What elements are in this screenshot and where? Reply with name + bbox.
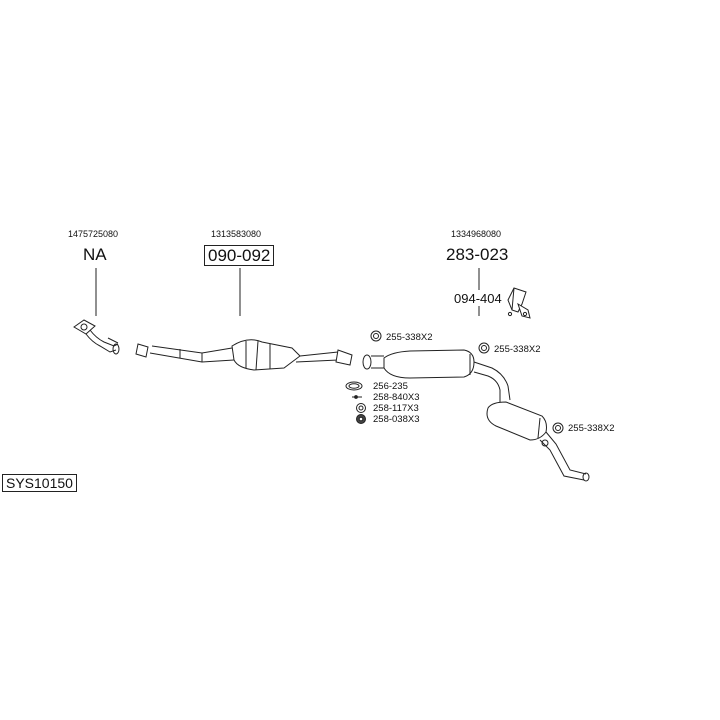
clamp-icon-rear	[552, 422, 564, 434]
catalyst-part	[135, 339, 353, 371]
clamp-rear-code[interactable]: 255-338X2	[568, 423, 615, 434]
system-code-label: SYS10150	[2, 474, 77, 492]
middle-rear-oem: 1334968080	[451, 229, 502, 239]
spring-code[interactable]: 258-117X3	[373, 403, 419, 414]
nut-icon	[356, 414, 366, 424]
spring-icon	[356, 403, 366, 413]
middle-rear-code[interactable]: 283-023	[446, 245, 509, 264]
front-pipe-code[interactable]: NA	[83, 245, 107, 264]
front-pipe-part	[73, 319, 120, 355]
catalyst-oem: 1313583080	[211, 229, 262, 239]
mount-bracket-part	[507, 287, 531, 319]
clamp-right-code[interactable]: 255-338X2	[494, 344, 541, 355]
bolt-code[interactable]: 258-840X3	[373, 392, 420, 403]
front-pipe-oem: 1475725080	[68, 229, 119, 239]
bolt-icon	[352, 395, 362, 399]
gasket-ring-code[interactable]: 256-235	[373, 381, 408, 392]
nut-code[interactable]: 258-038X3	[373, 414, 420, 425]
clamp-icon-right	[478, 342, 490, 354]
clamp-icon-mid	[370, 330, 382, 342]
catalyst-code[interactable]: 090-092	[204, 245, 275, 266]
gasket-ring-icon	[345, 381, 363, 391]
middle-rear-silencer-part	[362, 349, 590, 482]
clamp-mid-code[interactable]: 255-338X2	[386, 332, 433, 343]
bracket-code[interactable]: 094-404	[454, 291, 502, 306]
